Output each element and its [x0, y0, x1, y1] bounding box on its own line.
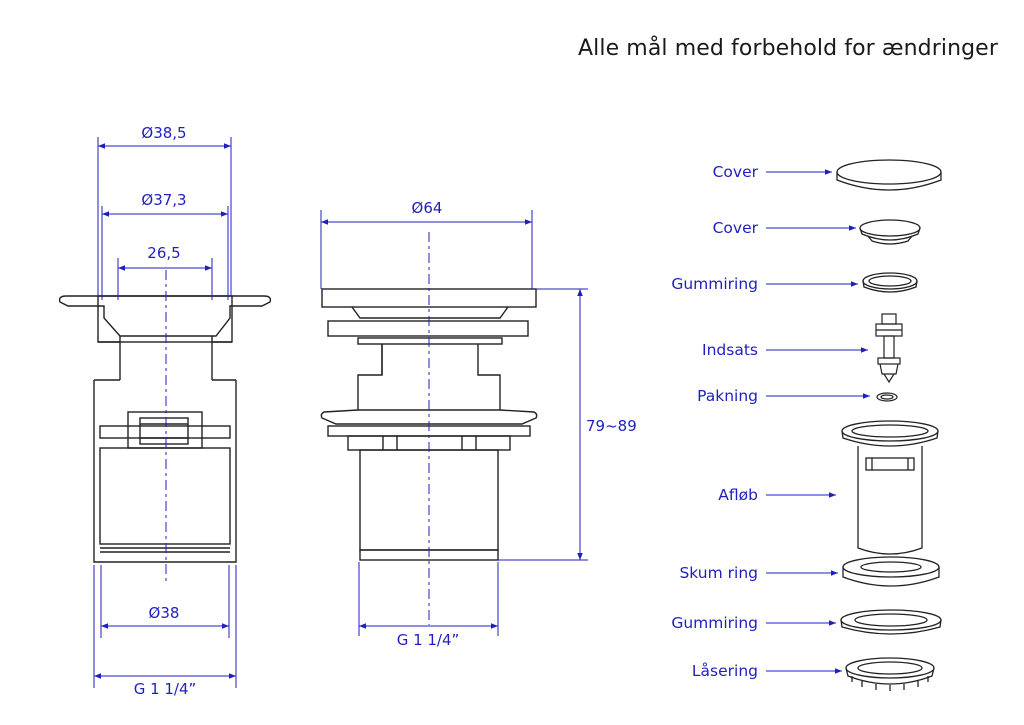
dim-bottom: Ø38 [149, 604, 180, 622]
dim-head: Ø64 [412, 199, 443, 217]
drain-body-icon [841, 420, 939, 555]
dim-middle-thread: G 1 1/4” [397, 631, 460, 649]
rubber-ring-icon [862, 272, 918, 293]
part-label: Låsering [692, 662, 758, 680]
dim-top-core: 26,5 [147, 244, 180, 262]
cover-disc-icon [836, 159, 942, 191]
part-label: Cover [713, 219, 759, 237]
part-label: Gummiring [671, 275, 758, 293]
dim-height: 79~89 [586, 417, 637, 435]
part-label: Cover [713, 163, 759, 181]
insert-cartridge-icon [875, 313, 903, 384]
parts-list: CoverCoverGummiringIndsatsPakningAfløbSk… [671, 163, 870, 680]
lock-ring-icon [845, 657, 935, 691]
left-section-view [58, 295, 272, 563]
part-label: Indsats [702, 341, 758, 359]
middle-dimensions [320, 210, 588, 636]
foam-ring-icon [842, 556, 940, 587]
cover-cap-icon [859, 219, 921, 245]
part-label: Gummiring [671, 614, 758, 632]
dim-top-outer: Ø38,5 [141, 124, 186, 142]
rubber-washer-icon [840, 609, 942, 635]
part-label: Skum ring [679, 564, 758, 582]
left-dimensions [93, 137, 237, 688]
page-title: Alle mål med forbehold for ændringer [578, 36, 998, 61]
part-label: Afløb [718, 486, 758, 504]
part-label: Pakning [697, 387, 758, 405]
dim-left-thread: G 1 1/4” [134, 680, 197, 698]
gasket-icon [876, 392, 898, 402]
dim-top-inner: Ø37,3 [141, 191, 186, 209]
